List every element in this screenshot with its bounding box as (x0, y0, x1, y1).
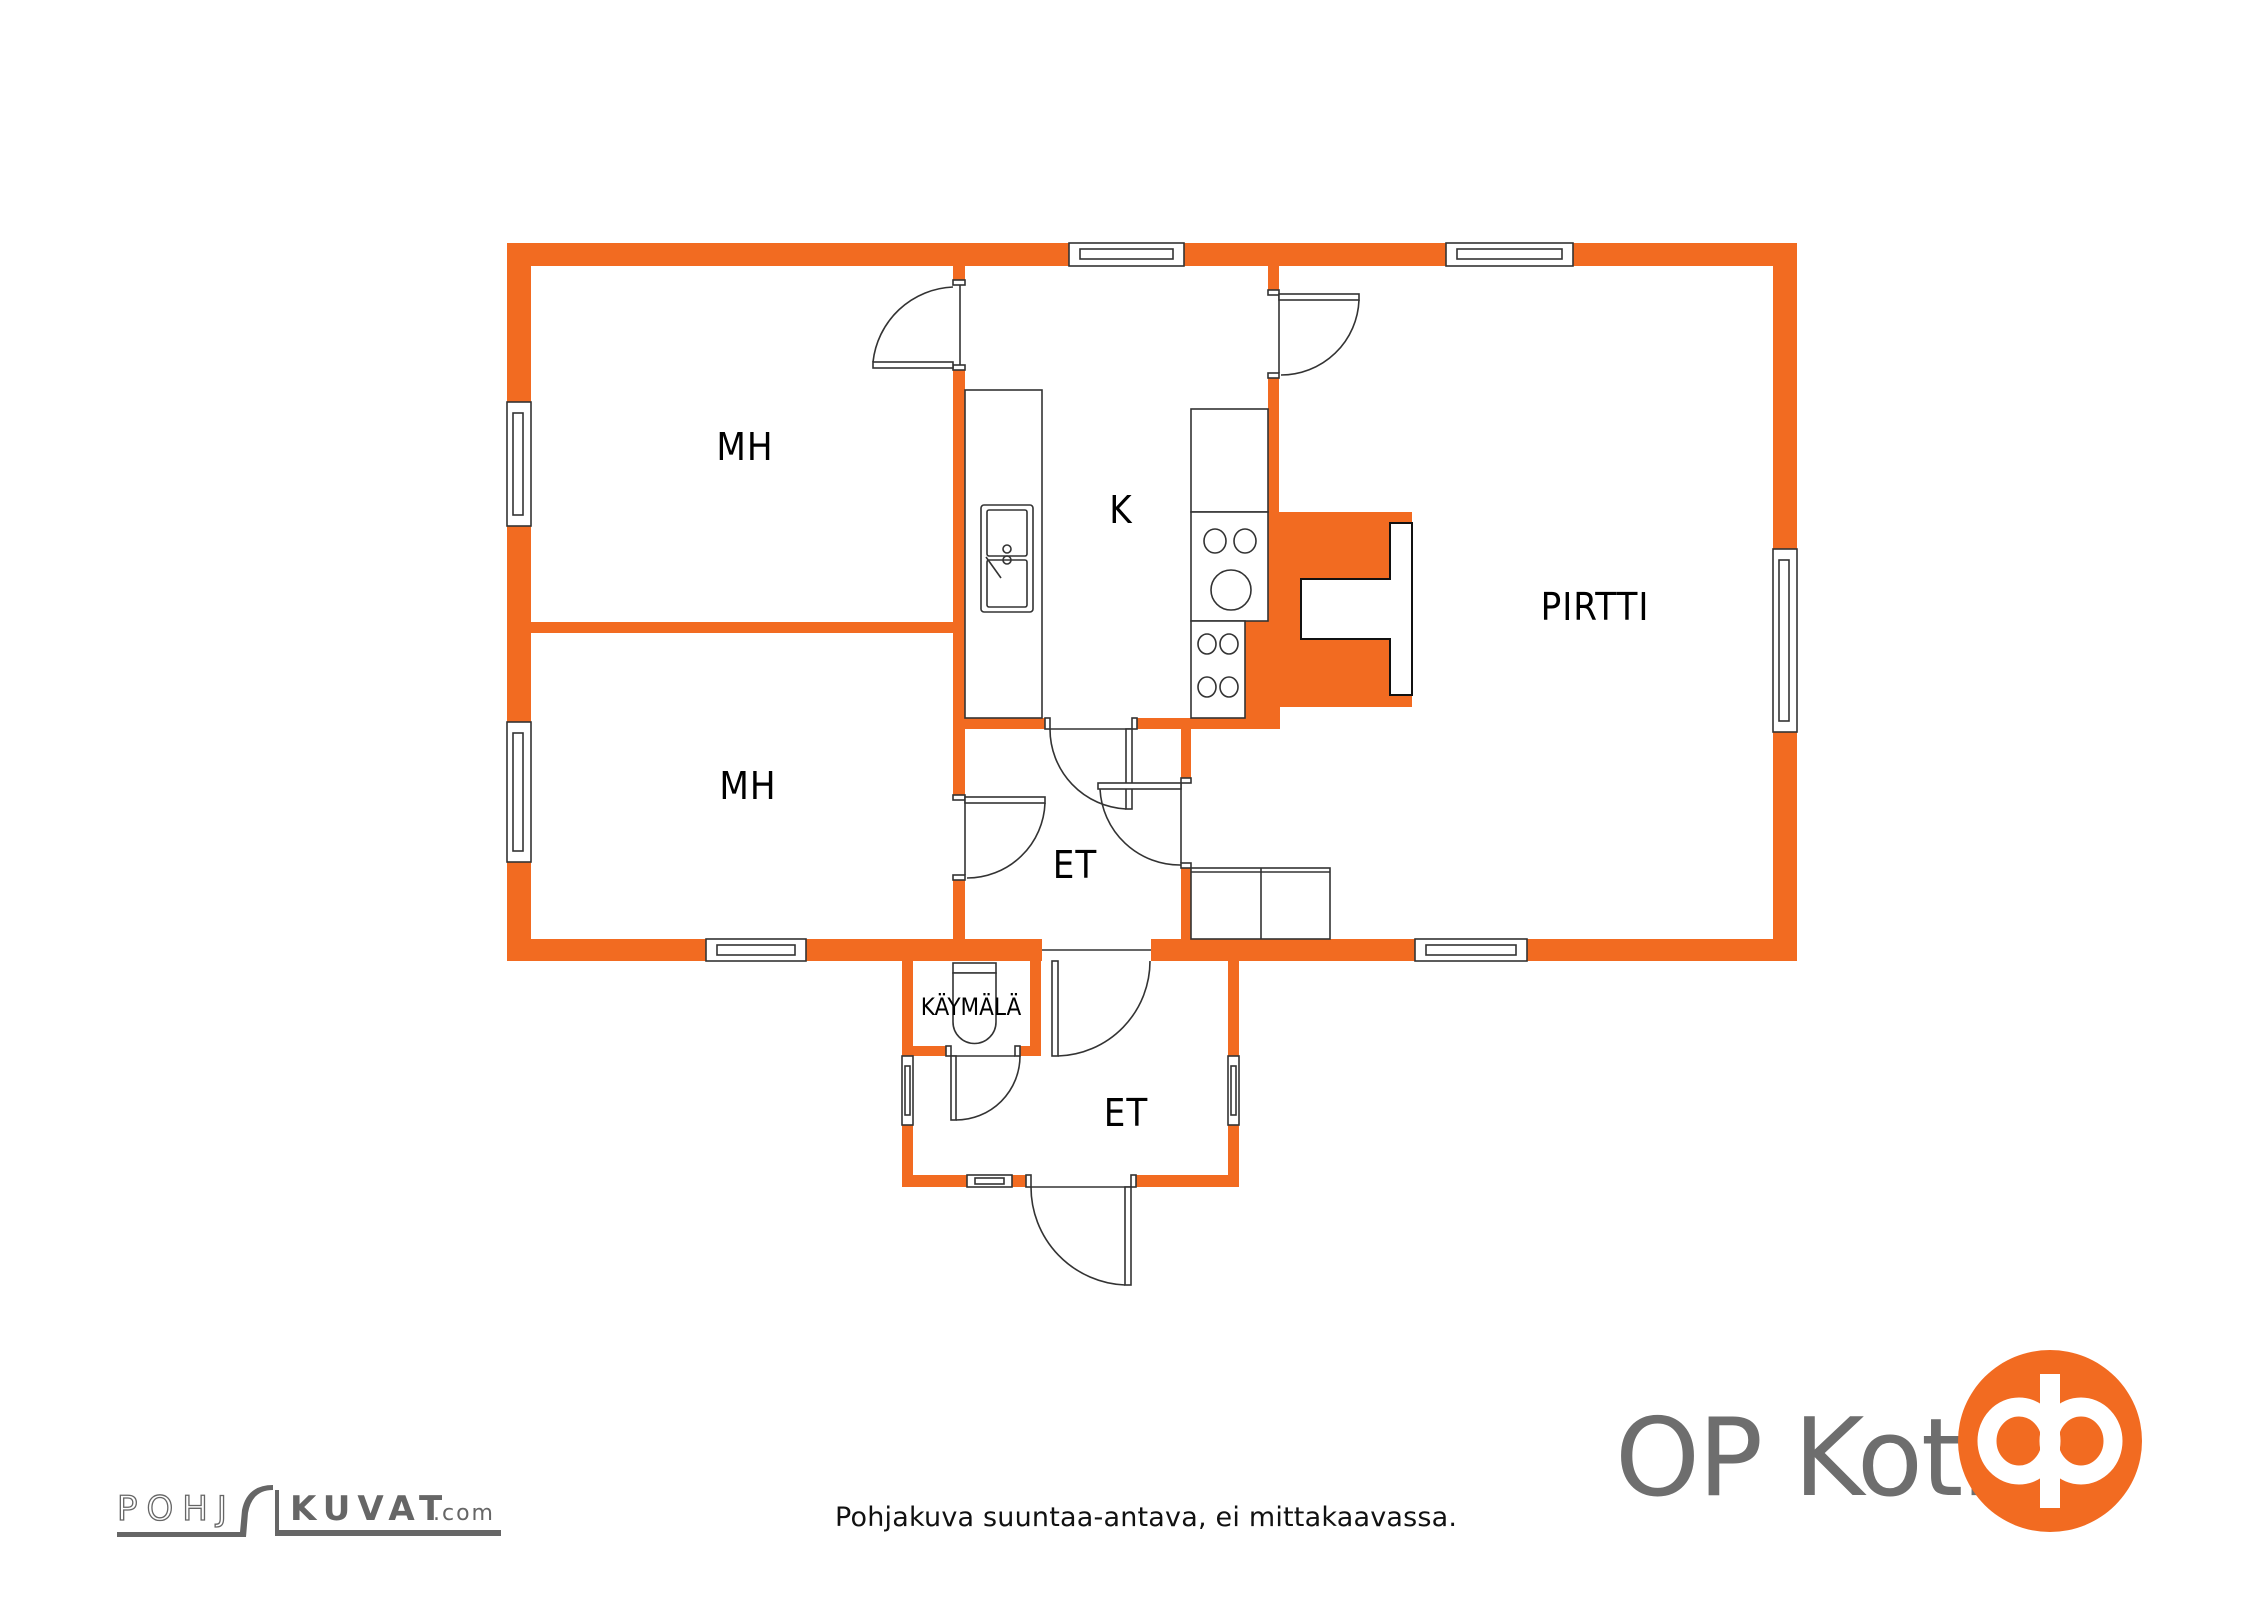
doors (872, 279, 1360, 1286)
wardrobe (1190, 867, 1331, 940)
brand-name: OP Koti (1615, 1396, 1991, 1521)
kitchen-fixtures (964, 389, 1413, 719)
room-label-kaymala: KÄYMÄLÄ (920, 993, 1022, 1021)
toilet-icon (952, 962, 997, 1045)
room-label-kitchen: K (1109, 488, 1133, 532)
room-label-et-inner: ET (1052, 843, 1098, 887)
op-logo-icon (1958, 1350, 2142, 1532)
disclaimer-caption: Pohjakuva suuntaa-antava, ei mittakaavas… (835, 1502, 1458, 1533)
openings (506, 242, 1798, 1188)
pohjakuvat-logo-suffix: .com (433, 1501, 495, 1526)
stove-icon (1190, 511, 1269, 622)
walls (507, 243, 1797, 1187)
room-label-pirtti: PIRTTI (1540, 585, 1650, 629)
sink-icon (980, 504, 1034, 613)
room-label-mh-top: MH (716, 425, 774, 469)
room-label-et-outer: ET (1103, 1091, 1149, 1135)
pohjakuvat-logo: POHJ KUVAT .com (116, 1485, 501, 1537)
hob-icon (1190, 620, 1246, 719)
fireplace-icon (1300, 522, 1413, 696)
pohjakuvat-logo-bold: KUVAT (290, 1489, 449, 1529)
pohjakuvat-logo-outline: POHJ (117, 1489, 236, 1529)
room-label-mh-bottom: MH (719, 764, 777, 808)
